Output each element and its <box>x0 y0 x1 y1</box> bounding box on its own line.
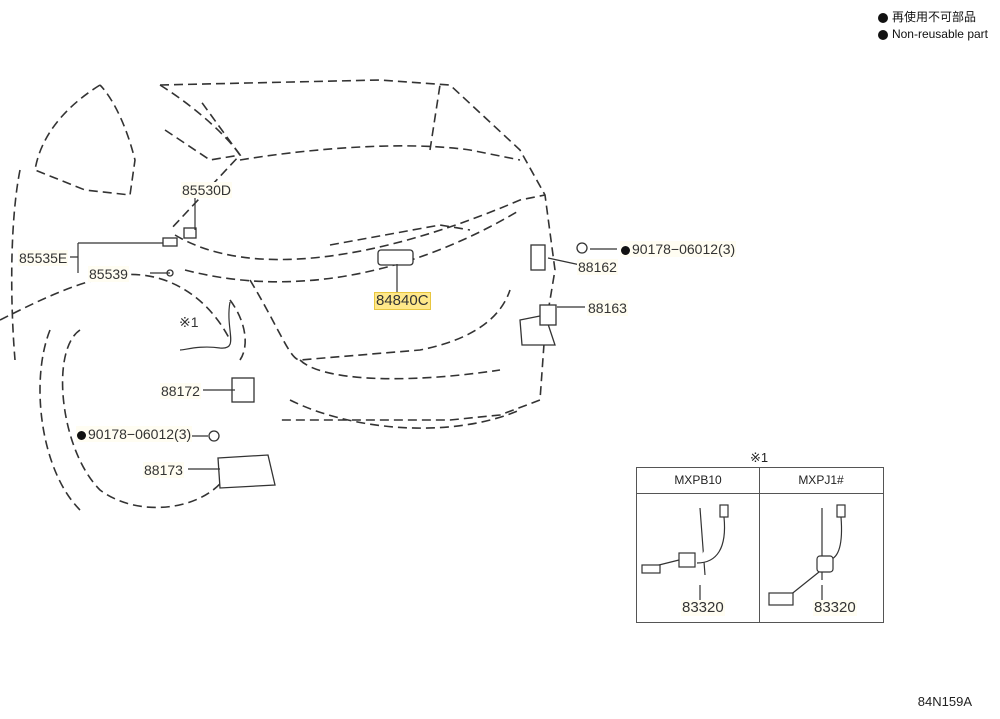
legend-label: 再使用不可部品 <box>891 10 976 24</box>
part-label-88173[interactable]: 88173 <box>143 462 184 478</box>
part-label-88172[interactable]: 88172 <box>160 383 201 399</box>
part-label-88163[interactable]: 88163 <box>587 300 628 316</box>
part-number: 90178−06012(3) <box>632 241 736 257</box>
switch-illustration <box>768 504 846 606</box>
part-label-83320[interactable]: 83320 <box>813 599 857 616</box>
variant-table: MXPB10 83320 MXPJ1# 83320 <box>636 467 884 623</box>
variant-column: MXPB10 83320 <box>637 468 760 622</box>
part-label-84840C[interactable]: 84840C <box>374 292 431 310</box>
variant-header: MXPJ1# <box>759 468 883 494</box>
switch-illustration <box>641 504 729 574</box>
legend-label: Non-reusable part <box>891 27 988 41</box>
legend: 再使用不可部品 Non-reusable part <box>877 9 988 43</box>
note-ref-1: ※1 <box>179 314 199 330</box>
non-reusable-icon <box>621 246 630 255</box>
part-label-90178-left[interactable]: 90178−06012(3) <box>76 426 193 442</box>
legend-item: 再使用不可部品 <box>877 9 988 26</box>
filled-circle-icon <box>877 12 888 23</box>
non-reusable-icon <box>77 431 86 440</box>
filled-circle-icon <box>877 29 888 40</box>
part-label-88162[interactable]: 88162 <box>577 259 618 275</box>
inset-ref: ※1 <box>750 450 769 465</box>
part-label-83320[interactable]: 83320 <box>681 599 725 616</box>
legend-item: Non-reusable part <box>877 26 988 43</box>
part-label-85539[interactable]: 85539 <box>88 266 129 282</box>
part-label-85530D[interactable]: 85530D <box>181 182 233 198</box>
part-number: 90178−06012(3) <box>88 426 192 442</box>
variant-header: MXPB10 <box>637 468 759 494</box>
variant-column: MXPJ1# 83320 <box>759 468 883 622</box>
part-label-85535E[interactable]: 85535E <box>18 250 69 266</box>
diagram-code: 84N159A <box>917 694 972 709</box>
part-label-90178-right[interactable]: 90178−06012(3) <box>620 241 737 257</box>
